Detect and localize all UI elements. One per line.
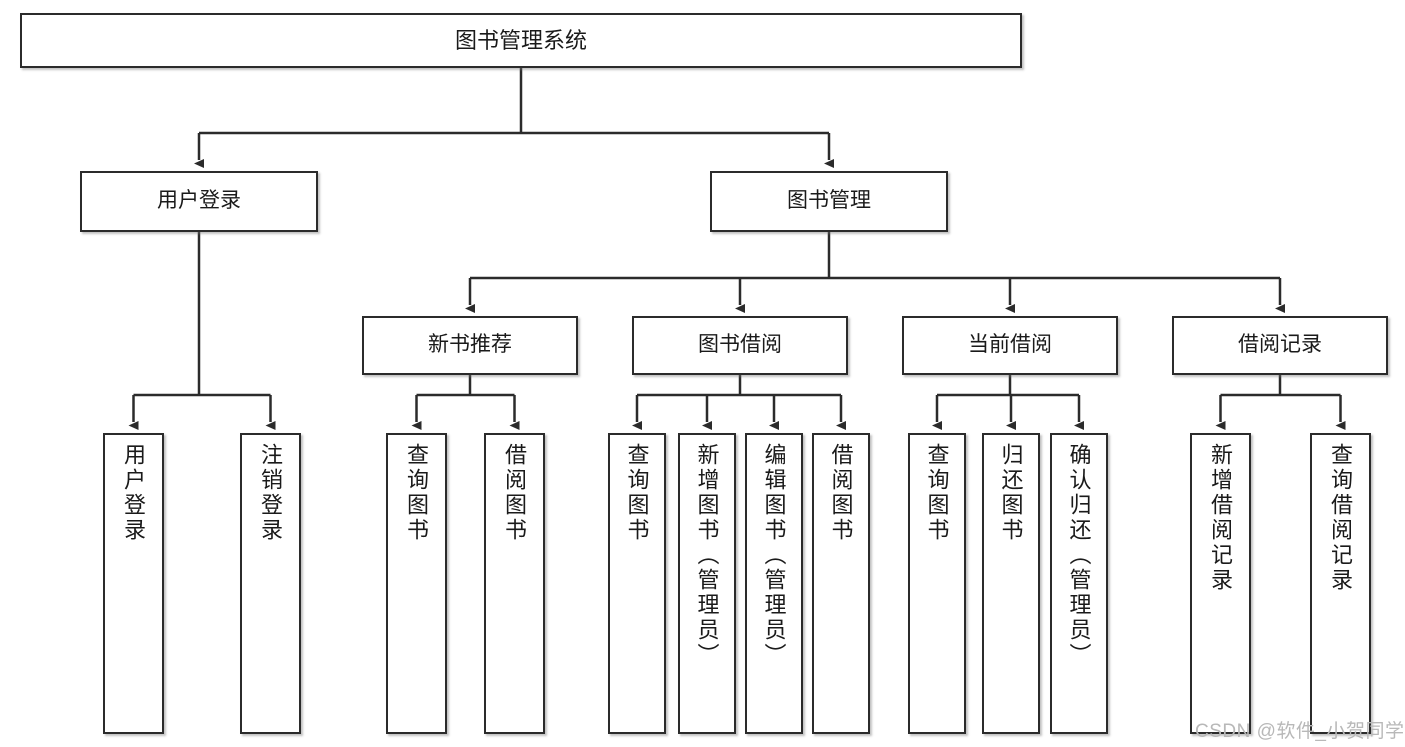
node-label: 归还图书 [998, 443, 1024, 543]
node-leaf-logout[interactable]: 注销登录 [240, 433, 301, 734]
node-leaf-confirm-return[interactable]: 确认归还（管理员） [1050, 433, 1108, 734]
node-label: 借阅记录 [1238, 333, 1322, 357]
node-leaf-borrow-book-1[interactable]: 借阅图书 [484, 433, 545, 734]
node-label: 借阅图书 [828, 443, 854, 543]
node-borrow-record[interactable]: 借阅记录 [1172, 316, 1388, 375]
node-label: 图书借阅 [698, 333, 782, 357]
node-new-book-rec[interactable]: 新书推荐 [362, 316, 578, 375]
node-label: 编辑图书（管理员） [761, 443, 787, 668]
node-label: 用户登录 [121, 443, 147, 543]
node-book-manage[interactable]: 图书管理 [710, 171, 948, 232]
node-label: 注销登录 [258, 443, 284, 543]
node-leaf-user-login[interactable]: 用户登录 [103, 433, 164, 734]
node-label: 新增图书（管理员） [694, 443, 720, 668]
node-leaf-borrow-book-2[interactable]: 借阅图书 [812, 433, 870, 734]
node-label: 图书管理 [787, 189, 871, 213]
node-leaf-query-book-2[interactable]: 查询图书 [608, 433, 666, 734]
node-label: 确认归还（管理员） [1066, 443, 1092, 668]
node-label: 查询图书 [924, 443, 950, 543]
node-leaf-add-book[interactable]: 新增图书（管理员） [678, 433, 736, 734]
node-book-borrow[interactable]: 图书借阅 [632, 316, 848, 375]
node-label: 查询图书 [404, 443, 430, 543]
node-leaf-add-record[interactable]: 新增借阅记录 [1190, 433, 1251, 734]
node-leaf-edit-book[interactable]: 编辑图书（管理员） [745, 433, 803, 734]
node-leaf-query-book-1[interactable]: 查询图书 [386, 433, 447, 734]
node-root[interactable]: 图书管理系统 [20, 13, 1022, 68]
node-current-borrow[interactable]: 当前借阅 [902, 316, 1118, 375]
node-leaf-return-book[interactable]: 归还图书 [982, 433, 1040, 734]
node-label: 当前借阅 [968, 333, 1052, 357]
watermark-label: CSDN @软件_小贺同学 [1195, 721, 1405, 742]
node-label: 借阅图书 [502, 443, 528, 543]
node-leaf-query-book-3[interactable]: 查询图书 [908, 433, 966, 734]
node-label: 查询图书 [624, 443, 650, 543]
node-user-login[interactable]: 用户登录 [80, 171, 318, 232]
node-label: 用户登录 [157, 189, 241, 213]
node-label: 查询借阅记录 [1328, 443, 1354, 593]
node-label: 图书管理系统 [454, 27, 587, 53]
node-label: 新增借阅记录 [1208, 443, 1234, 593]
node-label: 新书推荐 [428, 333, 512, 357]
node-leaf-query-record[interactable]: 查询借阅记录 [1310, 433, 1371, 734]
